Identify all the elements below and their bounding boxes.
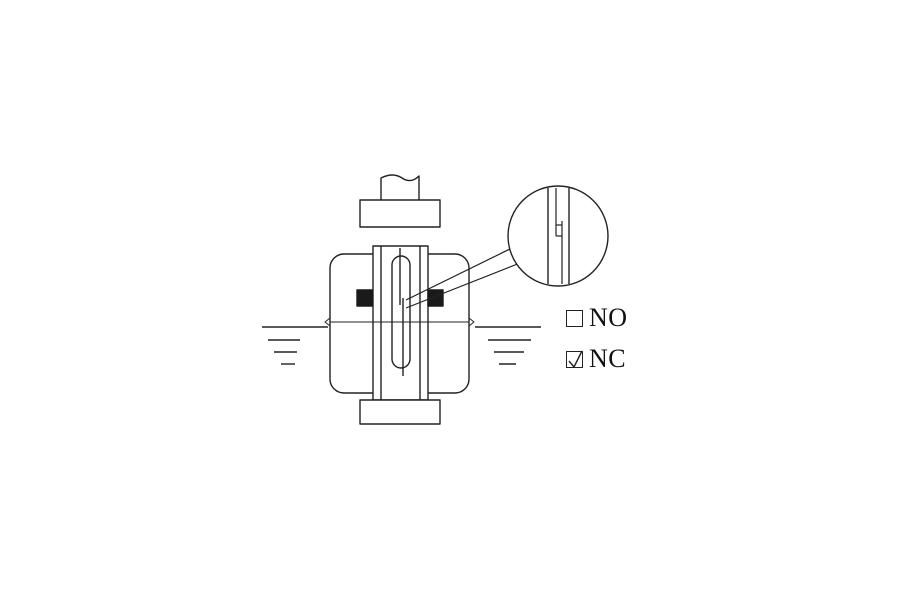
water-level-left — [262, 326, 328, 365]
legend-option-no[interactable]: NO — [566, 305, 628, 331]
leader-line-lower — [405, 262, 521, 309]
magnet-left — [356, 289, 373, 307]
no-checkbox-icon[interactable] — [566, 309, 583, 327]
magnet-right — [427, 289, 444, 307]
reed-capsule — [391, 255, 411, 369]
checkmark-icon — [568, 350, 583, 368]
leader-line-upper — [405, 247, 513, 301]
bottom-cap — [359, 399, 441, 425]
legend-label-no: NO — [589, 303, 628, 332]
top-cap — [359, 199, 441, 228]
legend-option-nc[interactable]: NC — [566, 346, 626, 372]
water-level-right — [475, 326, 541, 365]
stem-top — [380, 174, 420, 200]
legend-label-nc: NC — [589, 344, 627, 373]
nc-checkbox-icon[interactable] — [566, 350, 583, 368]
detail-magnifier — [507, 185, 609, 287]
